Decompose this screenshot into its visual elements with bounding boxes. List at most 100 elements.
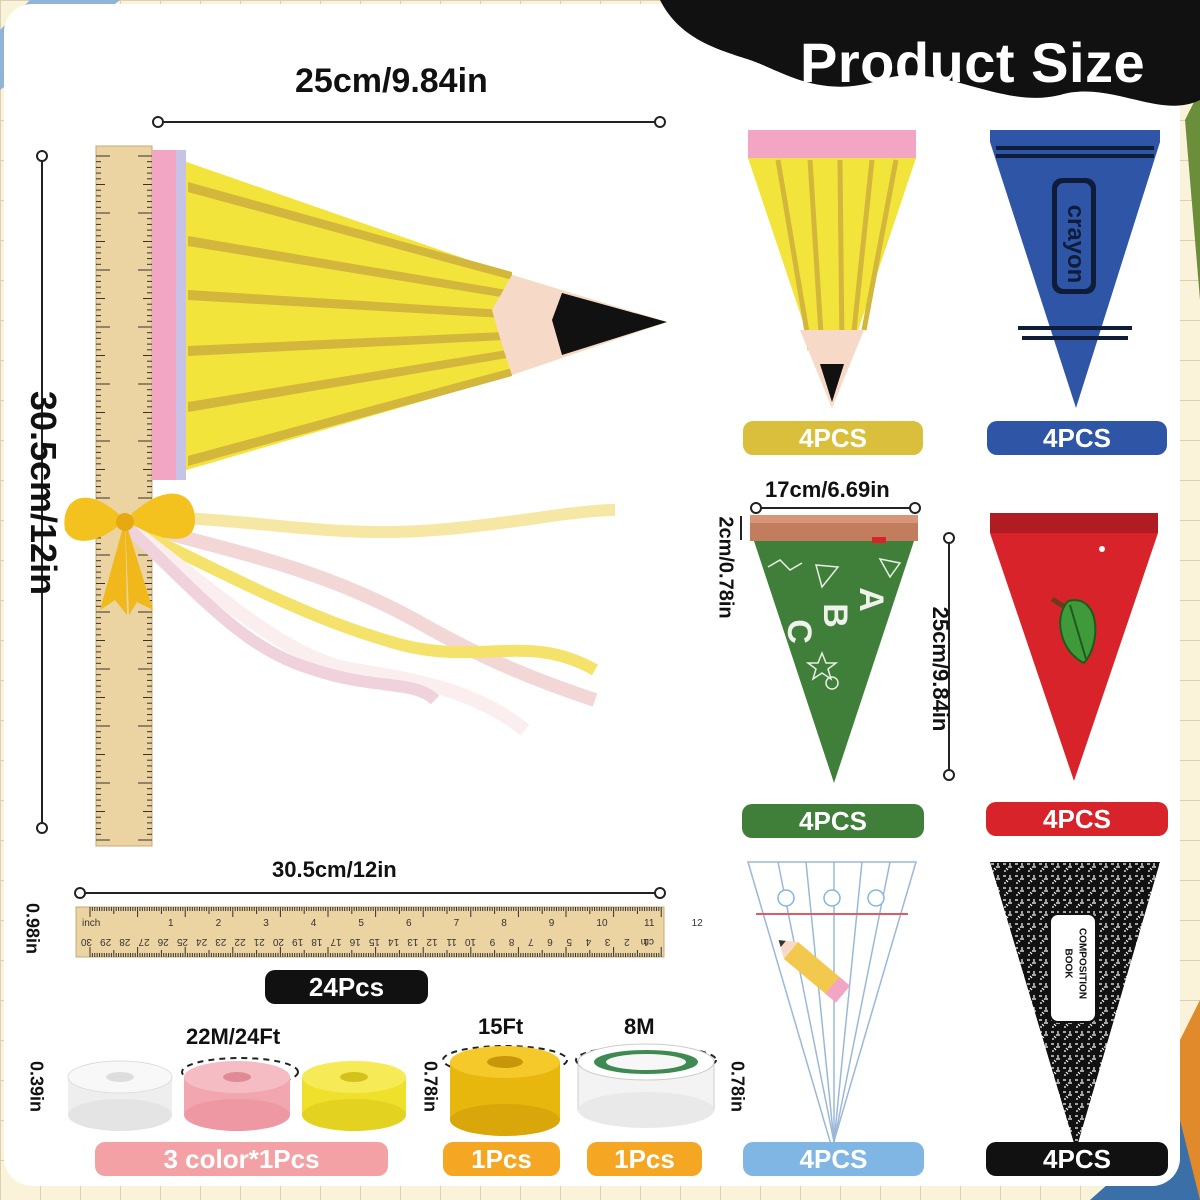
page-title: Product Size <box>800 31 1146 94</box>
ruler-cm-label: 30 <box>80 936 92 947</box>
ruler-width-label: 0.98in <box>22 902 43 955</box>
pencil-qty-badge: 4PCS <box>743 421 923 455</box>
ruler-inch-label: 7 <box>454 918 460 929</box>
composition-qty-badge: 4PCS <box>986 1142 1168 1176</box>
ruler-unit-inch: inch <box>82 918 100 929</box>
gold-ribbon-qty-badge: 1Pcs <box>443 1142 560 1176</box>
ruler-cm-label: 20 <box>272 936 284 947</box>
gold-ribbon-roll <box>442 1045 568 1136</box>
ruler-inch-label: 2 <box>216 918 222 929</box>
ruler-cm-label: 4 <box>585 936 591 947</box>
ribbon-rolls <box>67 1057 406 1131</box>
ruler-cm-label: 14 <box>388 936 400 947</box>
gold-ribbon-height-label: 0.78in <box>420 1060 441 1113</box>
ruler-inch-label: 10 <box>596 918 608 929</box>
ruler-cm-label: 5 <box>566 936 572 947</box>
ruler-cm-label: 29 <box>100 936 112 947</box>
flag-height-line <box>41 156 43 828</box>
tape-length-label: 8M <box>624 1014 655 1039</box>
chalkboard-width-label: 17cm/6.69in <box>765 477 890 502</box>
ruler-inch-label: 6 <box>406 918 412 929</box>
dim-endpoint <box>909 502 921 514</box>
tape-qty-badge: 1Pcs <box>587 1142 702 1176</box>
chalkboard-qty-badge: 4PCS <box>742 804 924 838</box>
composition-label-line2: BOOK <box>1062 948 1074 979</box>
ruler-cm-label: 11 <box>446 936 457 947</box>
chalkboard-top-line <box>740 516 742 540</box>
ruler-cm-label: 3 <box>604 936 610 947</box>
pencil-flag <box>152 150 667 480</box>
chalkboard-height-label: 25cm/9.84in <box>928 606 953 732</box>
ruler-inch-label: 4 <box>311 918 317 929</box>
pencil-pennant <box>748 130 916 408</box>
chalkboard-pennant <box>750 515 918 783</box>
ruler-cm-label: 27 <box>138 936 150 947</box>
dim-endpoint <box>36 150 48 162</box>
ribbon-qty-badge: 3 color*1Pcs <box>95 1142 388 1176</box>
ruler-inch-label: 3 <box>263 918 269 929</box>
ruler-inch-label: 9 <box>549 918 555 929</box>
dim-endpoint <box>36 822 48 834</box>
ruler-cm-label: 13 <box>407 936 419 947</box>
ruler-cm-label: 15 <box>368 936 380 947</box>
ruler-cm-label: 18 <box>311 936 323 947</box>
ruler-cm-label: 21 <box>253 936 265 947</box>
apple-qty-badge: 4PCS <box>986 802 1168 836</box>
ruler-cm-label: 17 <box>330 936 342 947</box>
ruler-cm-label: 1 <box>643 936 649 947</box>
ruler-cm-label: 9 <box>489 936 495 947</box>
tape-roll <box>575 1043 717 1128</box>
ribbon-height-label: 0.39in <box>26 1060 47 1113</box>
notebook-pennant <box>746 861 918 1151</box>
apple-pennant <box>990 513 1158 781</box>
chalkboard-letter-a: A <box>851 587 890 612</box>
ruler-cm-label: 25 <box>176 936 188 947</box>
ruler-cm-label: 7 <box>528 936 534 947</box>
ruler-cm-label: 12 <box>426 936 438 947</box>
dim-endpoint <box>943 769 955 781</box>
ruler-cm-label: 28 <box>119 936 131 947</box>
ribbon-length-label: 22M/24Ft <box>186 1024 281 1049</box>
ruler-inch-label: 1 <box>168 918 174 929</box>
composition-label-line1: COMPOSITION <box>1076 927 1088 1000</box>
ruler-cm-label: 24 <box>196 936 208 947</box>
ruler-cm-label: 19 <box>292 936 304 947</box>
composition-pennant <box>990 862 1160 1150</box>
dim-endpoint <box>152 116 164 128</box>
ruler-inch-label: 12 <box>692 918 704 929</box>
chalkboard-top-label: 2cm/0.78in <box>714 516 737 619</box>
ruler-cm-label: 6 <box>547 936 553 947</box>
dim-endpoint <box>74 887 86 899</box>
ruler-cm-label: 26 <box>157 936 169 947</box>
notebook-qty-badge: 4PCS <box>743 1142 924 1176</box>
ruler-length-label: 30.5cm/12in <box>272 857 397 882</box>
ruler-inch-label: 11 <box>644 918 655 929</box>
chalkboard-height-line <box>948 538 950 774</box>
ruler-cm-label: 23 <box>215 936 227 947</box>
ruler-unit-cm: cm <box>641 936 654 947</box>
ruler-inch-label: 5 <box>358 918 364 929</box>
ruler-cm-label: 8 <box>508 936 514 947</box>
ruler-qty-badge: 24Pcs <box>265 970 428 1004</box>
flag-width-line <box>158 121 660 123</box>
crayon-pennant <box>990 130 1160 408</box>
ruler-inch-label: 8 <box>501 918 507 929</box>
dim-endpoint <box>750 502 762 514</box>
chalkboard-letter-b: B <box>815 603 854 628</box>
ruler-length-line <box>80 892 660 894</box>
crayon-qty-badge: 4PCS <box>987 421 1167 455</box>
crayon-label: crayon <box>1062 204 1089 284</box>
chalkboard-width-line <box>756 507 914 509</box>
ruler-cm-label: 16 <box>349 936 361 947</box>
ruler-cm-label: 10 <box>464 936 476 947</box>
dim-endpoint <box>654 887 666 899</box>
ruler-cm-label: 2 <box>624 936 630 947</box>
flag-width-label: 25cm/9.84in <box>295 62 488 100</box>
bow-ribbons <box>64 493 616 736</box>
dim-endpoint <box>654 116 666 128</box>
tape-height-label: 0.78in <box>727 1060 748 1113</box>
gold-ribbon-length-label: 15Ft <box>478 1014 524 1039</box>
header-banner <box>660 0 1200 106</box>
